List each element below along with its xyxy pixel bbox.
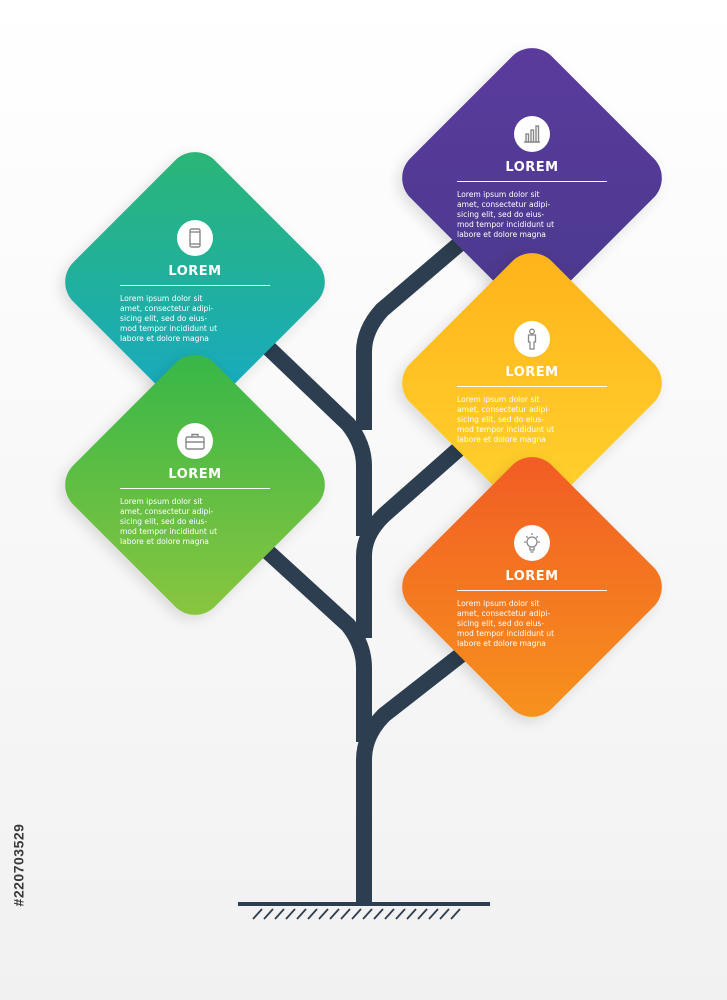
card-green: LOREM Lorem ipsum dolor sit amet, consec… bbox=[53, 343, 337, 627]
body-line: mod tempor incididunt ut bbox=[457, 425, 555, 434]
body-line: sicing elit, sed do eius- bbox=[457, 210, 545, 219]
stock-id-label: #220703529 bbox=[6, 765, 30, 965]
ground-hatch-mark bbox=[450, 908, 461, 920]
body-line: mod tempor incididunt ut bbox=[120, 527, 218, 536]
ground-hatch-mark bbox=[318, 908, 329, 920]
ground-hatch-mark bbox=[384, 908, 395, 920]
card-title: LOREM bbox=[168, 264, 222, 279]
ground-hatch-mark bbox=[274, 908, 285, 920]
lightbulb-icon bbox=[514, 525, 550, 561]
body-line: Lorem ipsum dolor sit bbox=[457, 599, 540, 608]
card-content: LOREM Lorem ipsum dolor sit amet, consec… bbox=[120, 220, 270, 344]
body-line: Lorem ipsum dolor sit bbox=[457, 190, 540, 199]
ground-hatch bbox=[252, 908, 461, 920]
ground-hatch-mark bbox=[252, 908, 263, 920]
body-line: labore et dolore magna bbox=[457, 639, 546, 648]
card-title: LOREM bbox=[168, 467, 222, 482]
body-line: Lorem ipsum dolor sit bbox=[120, 294, 203, 303]
ground-hatch-mark bbox=[351, 908, 362, 920]
card-purple: LOREM Lorem ipsum dolor sit amet, consec… bbox=[390, 36, 674, 320]
card-teal: LOREM Lorem ipsum dolor sit amet, consec… bbox=[53, 140, 337, 424]
smartphone-icon bbox=[177, 220, 213, 256]
tree-branches bbox=[249, 221, 485, 905]
ground-hatch-mark bbox=[439, 908, 450, 920]
title-divider bbox=[457, 386, 607, 387]
ground-hatch-mark bbox=[362, 908, 373, 920]
body-line: labore et dolore magna bbox=[457, 435, 546, 444]
body-line: labore et dolore magna bbox=[120, 334, 209, 343]
body-line: mod tempor incididunt ut bbox=[120, 324, 218, 333]
ground-hatch-mark bbox=[417, 908, 428, 920]
body-line: sicing elit, sed do eius- bbox=[120, 517, 208, 526]
ground-hatch-mark bbox=[428, 908, 439, 920]
ground-hatch-mark bbox=[395, 908, 406, 920]
body-line: amet, consectetur adipi- bbox=[457, 609, 551, 618]
title-divider bbox=[120, 488, 270, 489]
card-orange: LOREM Lorem ipsum dolor sit amet, consec… bbox=[390, 445, 674, 729]
branch-purple bbox=[356, 221, 484, 430]
briefcase-icon bbox=[177, 423, 213, 459]
body-line: labore et dolore magna bbox=[457, 230, 546, 239]
trunk-left bbox=[249, 534, 372, 742]
title-divider bbox=[120, 285, 270, 286]
body-line: amet, consectetur adipi- bbox=[120, 507, 214, 516]
ground-hatch-mark bbox=[307, 908, 318, 920]
ground-hatch-mark bbox=[373, 908, 384, 920]
ground-hatch-mark bbox=[329, 908, 340, 920]
body-line: amet, consectetur adipi- bbox=[457, 405, 551, 414]
card-content: LOREM Lorem ipsum dolor sit amet, consec… bbox=[457, 321, 607, 445]
card-content: LOREM Lorem ipsum dolor sit amet, consec… bbox=[120, 423, 270, 547]
body-line: Lorem ipsum dolor sit bbox=[120, 497, 203, 506]
ground-hatch-mark bbox=[263, 908, 274, 920]
body-line: amet, consectetur adipi- bbox=[120, 304, 214, 313]
stock-id-text: #220703529 bbox=[10, 823, 26, 907]
title-divider bbox=[457, 181, 607, 182]
card-title: LOREM bbox=[505, 160, 559, 175]
card-body: Lorem ipsum dolor sit amet, consectetur … bbox=[457, 395, 607, 445]
branch-teal bbox=[249, 329, 372, 536]
card-body: Lorem ipsum dolor sit amet, consectetur … bbox=[457, 599, 607, 649]
bar-chart-icon bbox=[514, 116, 550, 152]
card-body: Lorem ipsum dolor sit amet, consectetur … bbox=[457, 190, 607, 240]
body-line: mod tempor incididunt ut bbox=[457, 629, 555, 638]
body-line: sicing elit, sed do eius- bbox=[457, 415, 545, 424]
body-line: amet, consectetur adipi- bbox=[457, 200, 551, 209]
card-title: LOREM bbox=[505, 569, 559, 584]
card-body: Lorem ipsum dolor sit amet, consectetur … bbox=[120, 294, 270, 344]
ground-hatch-mark bbox=[296, 908, 307, 920]
person-icon bbox=[514, 321, 550, 357]
card-yellow: LOREM Lorem ipsum dolor sit amet, consec… bbox=[390, 241, 674, 525]
title-divider bbox=[457, 590, 607, 591]
body-line: Lorem ipsum dolor sit bbox=[457, 395, 540, 404]
card-body: Lorem ipsum dolor sit amet, consectetur … bbox=[120, 497, 270, 547]
card-content: LOREM Lorem ipsum dolor sit amet, consec… bbox=[457, 525, 607, 649]
body-line: mod tempor incididunt ut bbox=[457, 220, 555, 229]
body-line: sicing elit, sed do eius- bbox=[457, 619, 545, 628]
ground-hatch-mark bbox=[340, 908, 351, 920]
ground-hatch-mark bbox=[285, 908, 296, 920]
body-line: sicing elit, sed do eius- bbox=[120, 314, 208, 323]
card-content: LOREM Lorem ipsum dolor sit amet, consec… bbox=[457, 116, 607, 240]
card-title: LOREM bbox=[505, 365, 559, 380]
ground-hatch-mark bbox=[406, 908, 417, 920]
body-line: labore et dolore magna bbox=[120, 537, 209, 546]
